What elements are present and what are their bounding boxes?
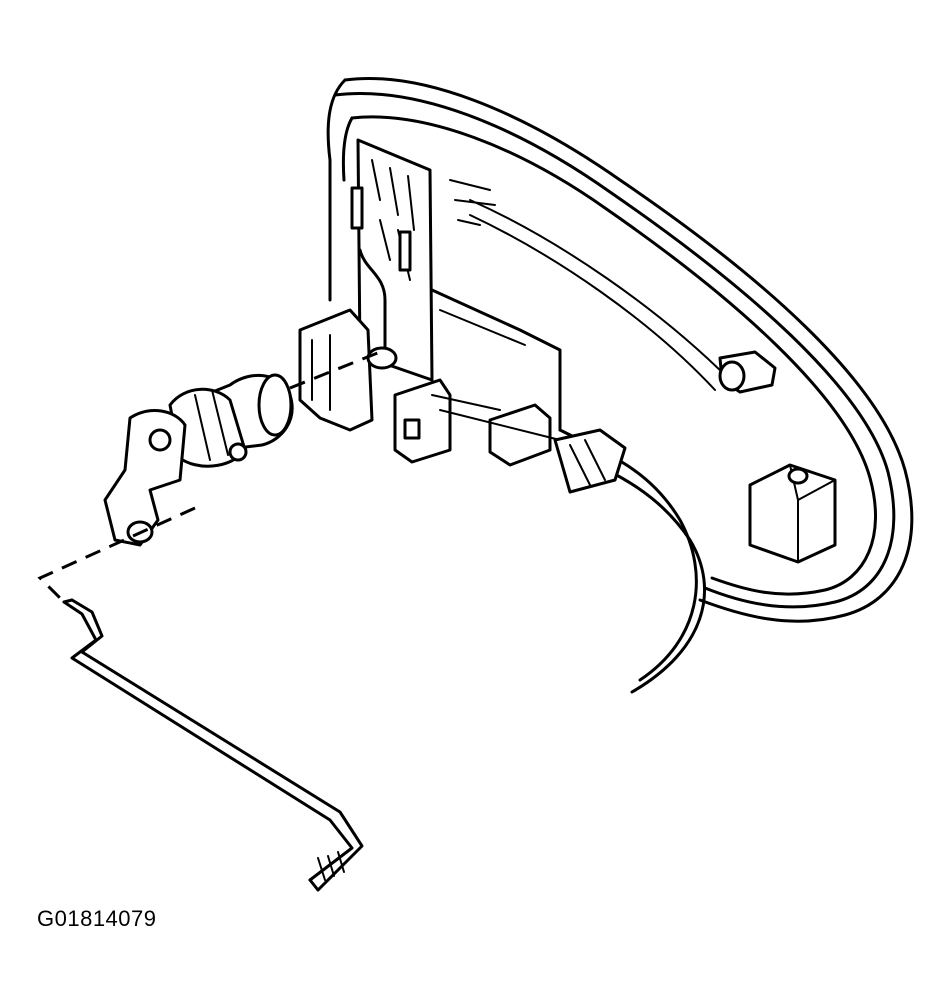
lock-lever: [103, 409, 187, 547]
mounting-plate: [350, 138, 562, 432]
lock-cylinder: [168, 350, 381, 468]
lock-bracket: [298, 308, 452, 464]
actuator-cable: [553, 428, 707, 694]
lock-rod: [37, 506, 364, 892]
figure-code: G01814079: [37, 906, 157, 931]
handle-housing: [326, 76, 914, 623]
housing-bosses: [718, 350, 837, 564]
rod-clip: [431, 394, 561, 467]
